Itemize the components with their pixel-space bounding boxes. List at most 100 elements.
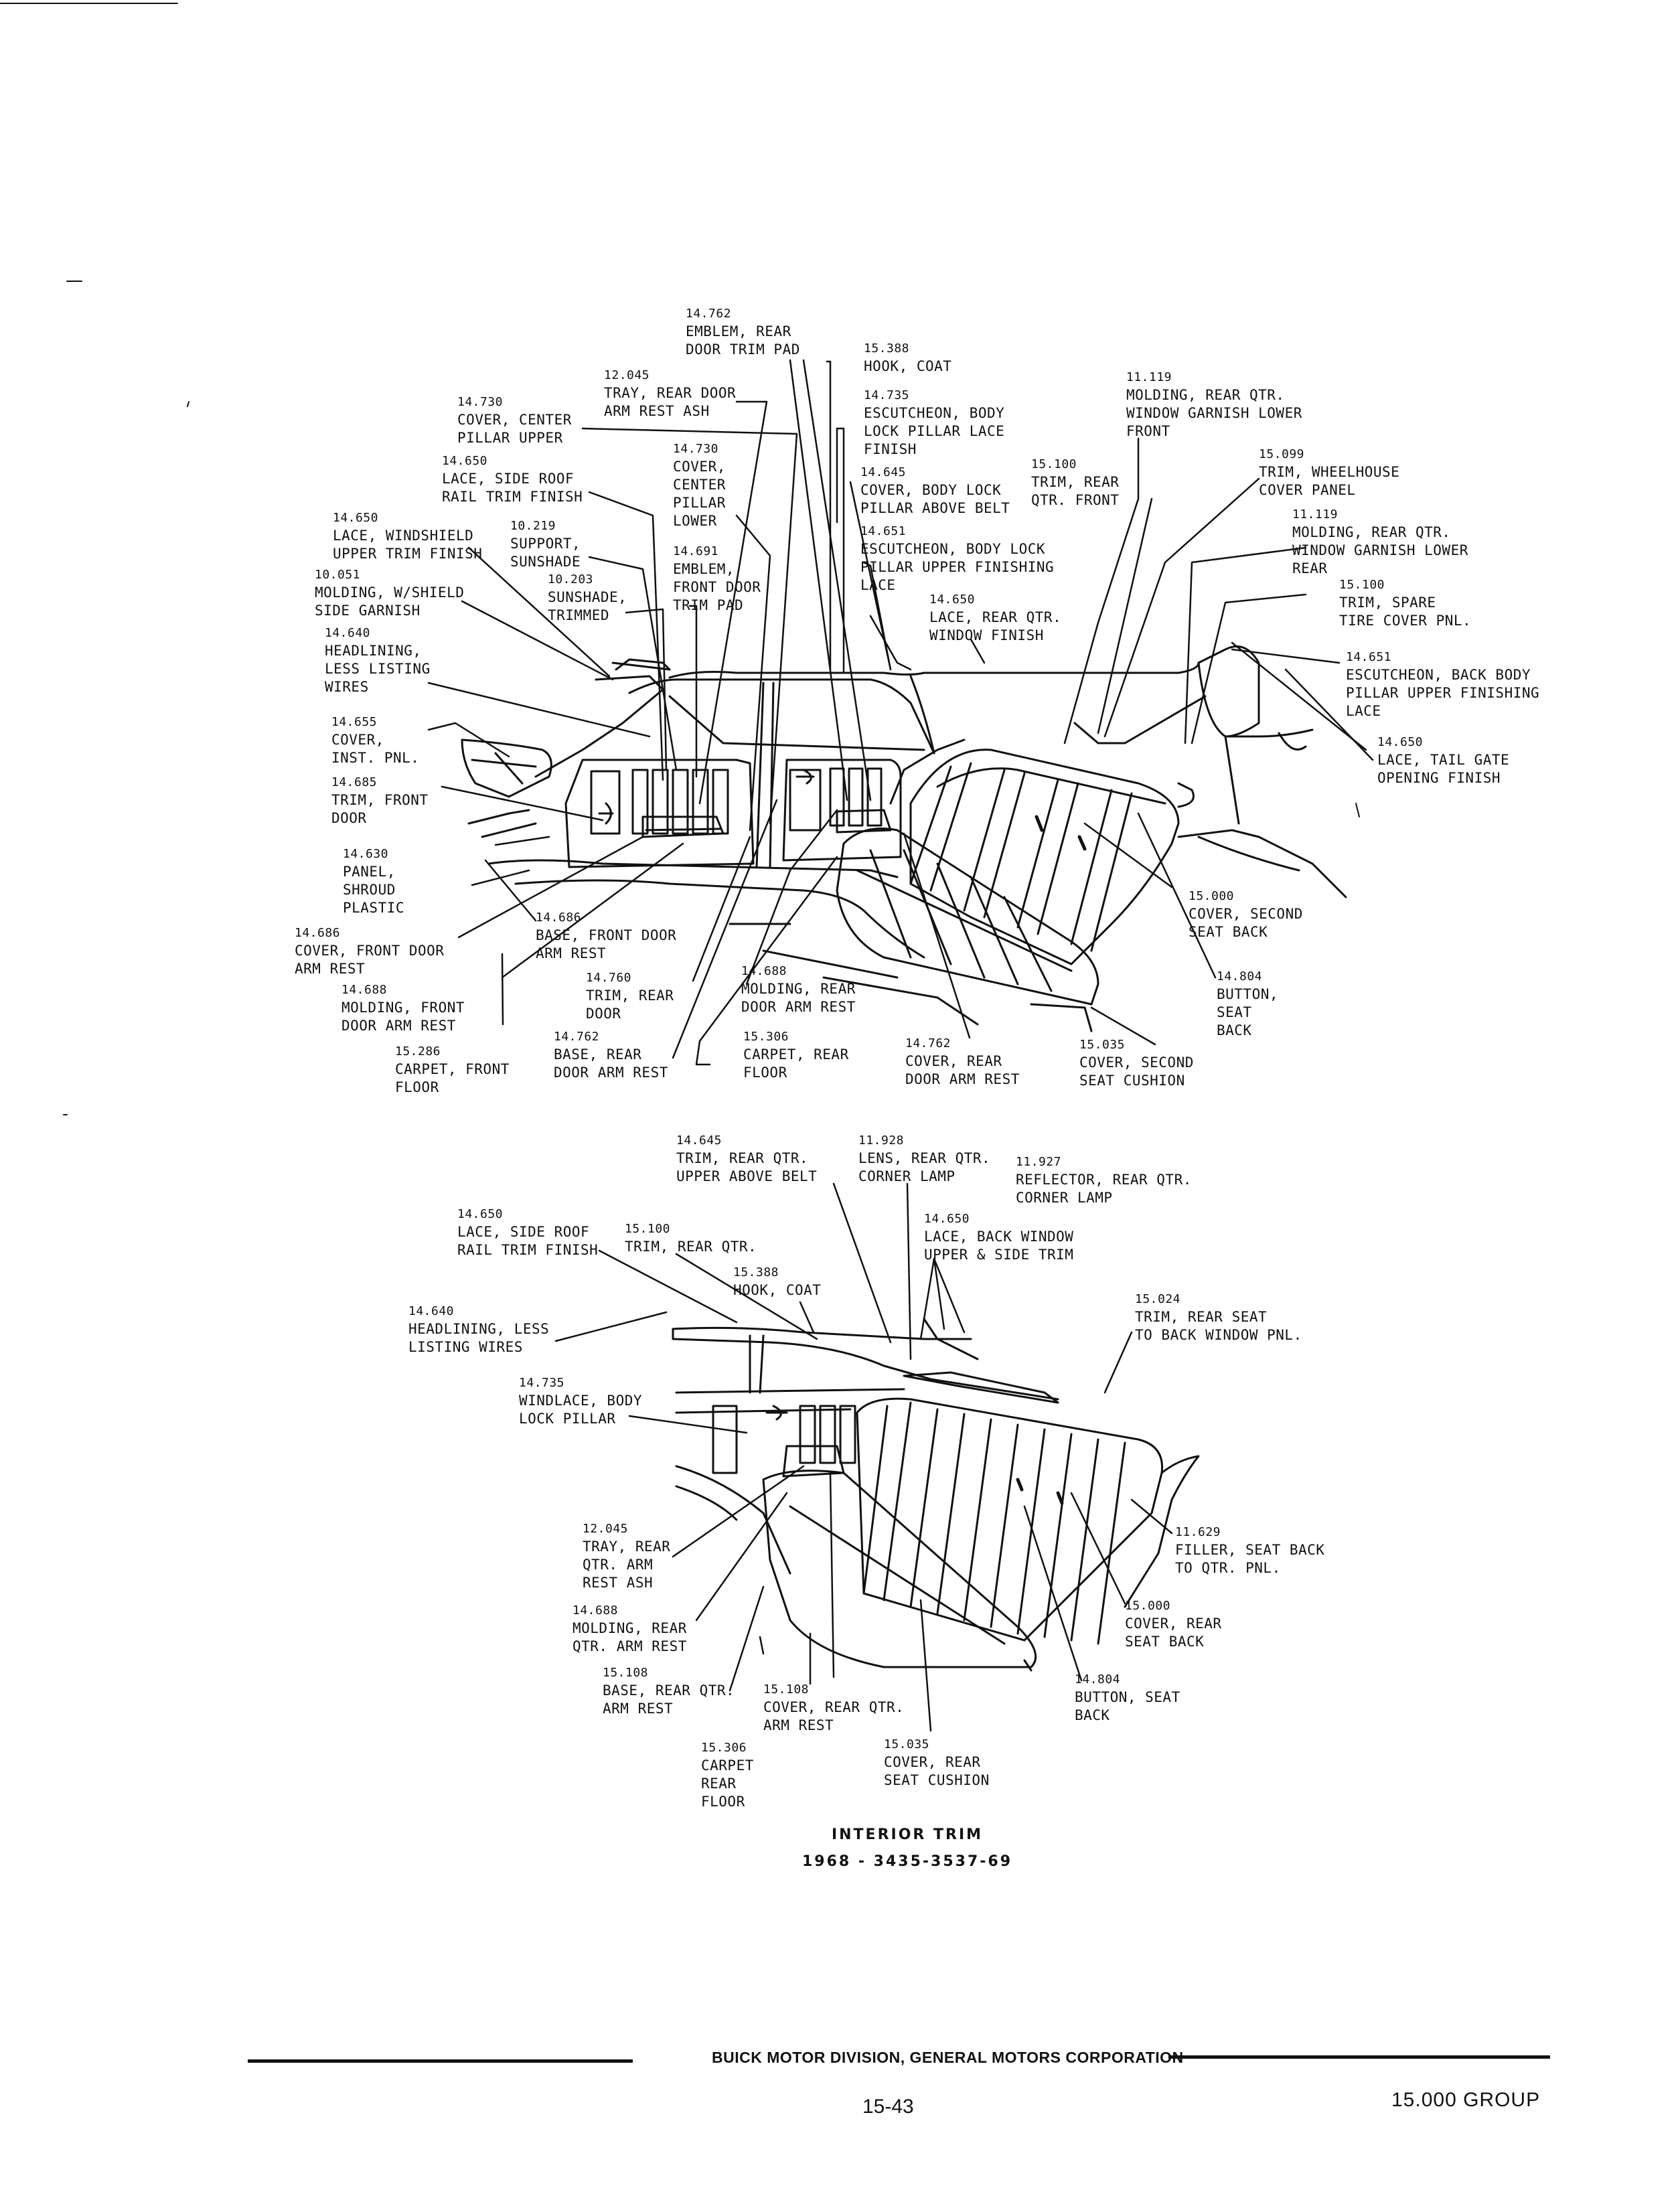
callout-part-description: COVER, BODY LOCK PILLAR ABOVE BELT	[860, 482, 1010, 516]
leader-lines-top	[427, 359, 1374, 1066]
callout-part-description: COVER, REAR DOOR ARM REST	[905, 1053, 1020, 1087]
callout-part-description: SUNSHADE, TRIMMED	[548, 589, 627, 623]
callout-part-number: 14.650	[929, 593, 976, 607]
callout-part-number: 15.100	[1339, 578, 1385, 592]
callout-part-number: 14.686	[295, 926, 341, 940]
callout-part-description: MOLDING, REAR QTR. WINDOW GARNISH LOWER …	[1126, 387, 1302, 439]
callout-part-number: 15.035	[1079, 1038, 1126, 1052]
callout-part-description: COVER, REAR QTR. ARM REST	[763, 1699, 905, 1733]
callout-part-number: 14.645	[860, 465, 907, 479]
footer-rule-left	[248, 2059, 633, 2063]
callout-part-number: 14.651	[1346, 650, 1392, 664]
callout-part-description: MOLDING, REAR QTR. WINDOW GARNISH LOWER …	[1292, 524, 1468, 576]
callout-part-description: REFLECTOR, REAR QTR. CORNER LAMP	[1016, 1172, 1192, 1206]
callout-part-description: MOLDING, REAR QTR. ARM REST	[572, 1620, 687, 1654]
callout-part-number: 12.045	[604, 368, 650, 382]
diagram-caption-title: INTERIOR TRIM	[831, 1826, 984, 1843]
callout-part-number: 14.691	[673, 544, 719, 558]
callout-part-description: FILLER, SEAT BACK TO QTR. PNL.	[1175, 1542, 1325, 1576]
callout-part-number: 14.645	[676, 1133, 722, 1148]
callout-part-description: CARPET, REAR FLOOR	[743, 1046, 849, 1081]
callout-part-number: 15.388	[733, 1265, 779, 1279]
callout-part-description: COVER, CENTER PILLAR LOWER	[673, 459, 726, 529]
callout-part-number: 14.640	[325, 626, 371, 640]
callout-part-number: 12.045	[583, 1522, 629, 1536]
callout-part-number: 15.306	[743, 1030, 789, 1044]
callout-part-number: 14.650	[1377, 735, 1424, 749]
callout-part-number: 14.762	[554, 1030, 600, 1044]
callout-part-number: 14.735	[864, 388, 910, 402]
callout-part-number: 10.219	[510, 519, 556, 533]
callout-part-description: COVER, FRONT DOOR ARM REST	[295, 943, 445, 977]
callout-part-description: PANEL, SHROUD PLASTIC	[343, 864, 405, 916]
callout-part-number: 14.650	[924, 1212, 970, 1226]
callout-part-description: TRAY, REAR DOOR ARM REST ASH	[604, 385, 737, 419]
callout-part-description: EMBLEM, FRONT DOOR TRIM PAD	[673, 561, 761, 613]
callout-part-description: MOLDING, REAR DOOR ARM REST	[741, 981, 856, 1015]
callout-part-description: MOLDING, W/SHIELD SIDE GARNISH	[315, 584, 465, 619]
callout-part-description: TRIM, REAR QTR. FRONT	[1031, 474, 1120, 508]
callout-part-number: 14.688	[572, 1603, 619, 1618]
callout-part-description: COVER, REAR SEAT BACK	[1125, 1616, 1222, 1650]
callout-part-description: HEADLINING, LESS LISTING WIRES	[408, 1321, 550, 1355]
callout-part-number: 14.685	[331, 775, 378, 789]
callout-part-description: LACE, SIDE ROOF RAIL TRIM FINISH	[442, 471, 583, 505]
callout-part-description: SUPPORT, SUNSHADE	[510, 536, 581, 570]
callout-part-description: MOLDING, FRONT DOOR ARM REST	[341, 1000, 465, 1034]
callout-part-description: BASE, REAR DOOR ARM REST	[554, 1046, 668, 1081]
callout-part-description: BASE, FRONT DOOR ARM REST	[536, 927, 677, 961]
callout-part-number: 11.928	[858, 1133, 905, 1148]
callout-part-number: 14.762	[905, 1036, 951, 1050]
callout-part-description: ESCUTCHEON, BACK BODY PILLAR UPPER FINIS…	[1346, 667, 1540, 719]
callout-part-number: 15.035	[884, 1737, 930, 1751]
callout-part-number: 15.100	[625, 1222, 671, 1236]
callout-part-number: 14.640	[408, 1304, 455, 1318]
callout-part-description: ESCUTCHEON, BODY LOCK PILLAR UPPER FINIS…	[860, 541, 1055, 593]
callout-part-description: LACE, TAIL GATE OPENING FINISH	[1377, 752, 1510, 786]
callout-part-description: TRIM, REAR SEAT TO BACK WINDOW PNL.	[1135, 1309, 1302, 1343]
callout-part-number: 15.306	[701, 1741, 747, 1755]
callout-part-number: 11.927	[1016, 1155, 1062, 1169]
callout-part-description: EMBLEM, REAR DOOR TRIM PAD	[686, 323, 800, 358]
callout-part-description: TRIM, WHEELHOUSE COVER PANEL	[1259, 464, 1400, 498]
callout-part-number: 14.760	[586, 971, 632, 985]
callout-part-description: TRIM, REAR QTR. UPPER ABOVE BELT	[676, 1150, 818, 1184]
bottom-illustration	[672, 1318, 1200, 1672]
callout-part-description: TRAY, REAR QTR. ARM REST ASH	[583, 1539, 671, 1591]
callout-part-number: 14.730	[457, 395, 504, 409]
callout-part-number: 15.100	[1031, 457, 1077, 471]
callout-part-description: HEADLINING, LESS LISTING WIRES	[325, 643, 431, 695]
callout-part-number: 14.650	[457, 1207, 504, 1221]
callout-part-description: TRIM, SPARE TIRE COVER PNL.	[1339, 595, 1472, 629]
